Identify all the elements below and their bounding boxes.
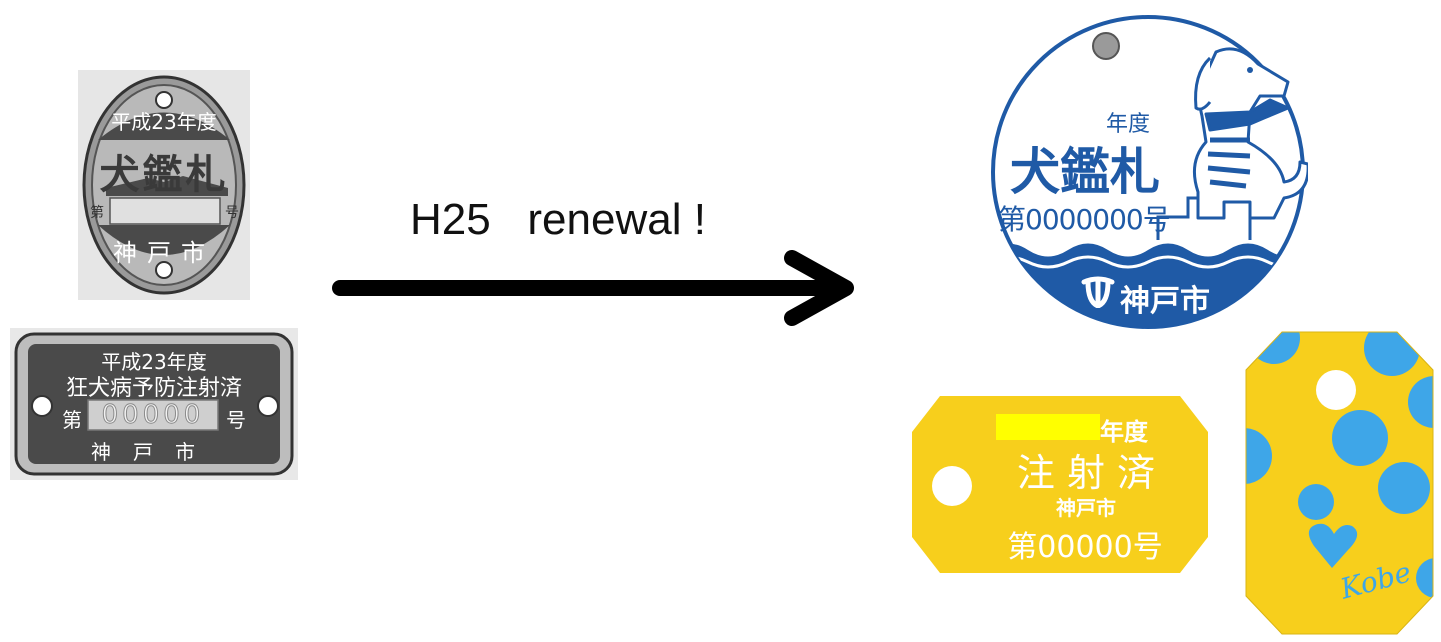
old-oval-tag: 平成23年度 犬鑑札 第 号 神戸市: [78, 70, 250, 300]
new-yellow-tag: 年度 注 射 済 神戸市 第00000号: [910, 392, 1210, 577]
new-yellow-city: 神戸市: [1056, 496, 1116, 520]
right-arrow-icon: [330, 250, 860, 330]
old-oval-city: 神戸市: [113, 239, 215, 267]
new-round-city: 神戸市: [1120, 284, 1210, 319]
renewal-caption: H25 renewal !: [410, 195, 706, 244]
new-yellow-number: 第00000号: [1007, 530, 1163, 565]
old-rect-dai: 第: [62, 408, 82, 432]
new-yellow-year: 年度: [1100, 418, 1148, 446]
new-round-tag: 年度 犬鑑札 第0000000号 神戸市: [988, 12, 1310, 332]
old-oval-dai: 第: [90, 205, 104, 221]
old-rect-city: 神戸市: [91, 440, 217, 464]
old-oval-title: 犬鑑札: [99, 152, 229, 198]
new-round-title: 犬鑑札: [1010, 143, 1160, 201]
old-oval-year: 平成23年度: [111, 110, 217, 134]
new-yellow-title: 注 射 済: [1016, 451, 1156, 495]
kobe-emblem-icon: [1080, 276, 1116, 309]
dog-mascot-icon: [1192, 47, 1310, 220]
new-dot-tag: Kobe: [1242, 328, 1437, 638]
old-oval-go: 号: [225, 205, 239, 221]
new-round-year: 年度: [1106, 112, 1151, 137]
old-rect-number: 00000: [101, 400, 205, 431]
old-rect-tag: 平成23年度 狂犬病予防注射済 第 00000 号 神戸市: [10, 328, 298, 480]
old-rect-year: 平成23年度: [101, 350, 207, 374]
old-rect-title: 狂犬病予防注射済: [65, 376, 242, 401]
old-rect-go: 号: [226, 408, 246, 432]
new-round-number: 第0000000号: [998, 203, 1171, 236]
